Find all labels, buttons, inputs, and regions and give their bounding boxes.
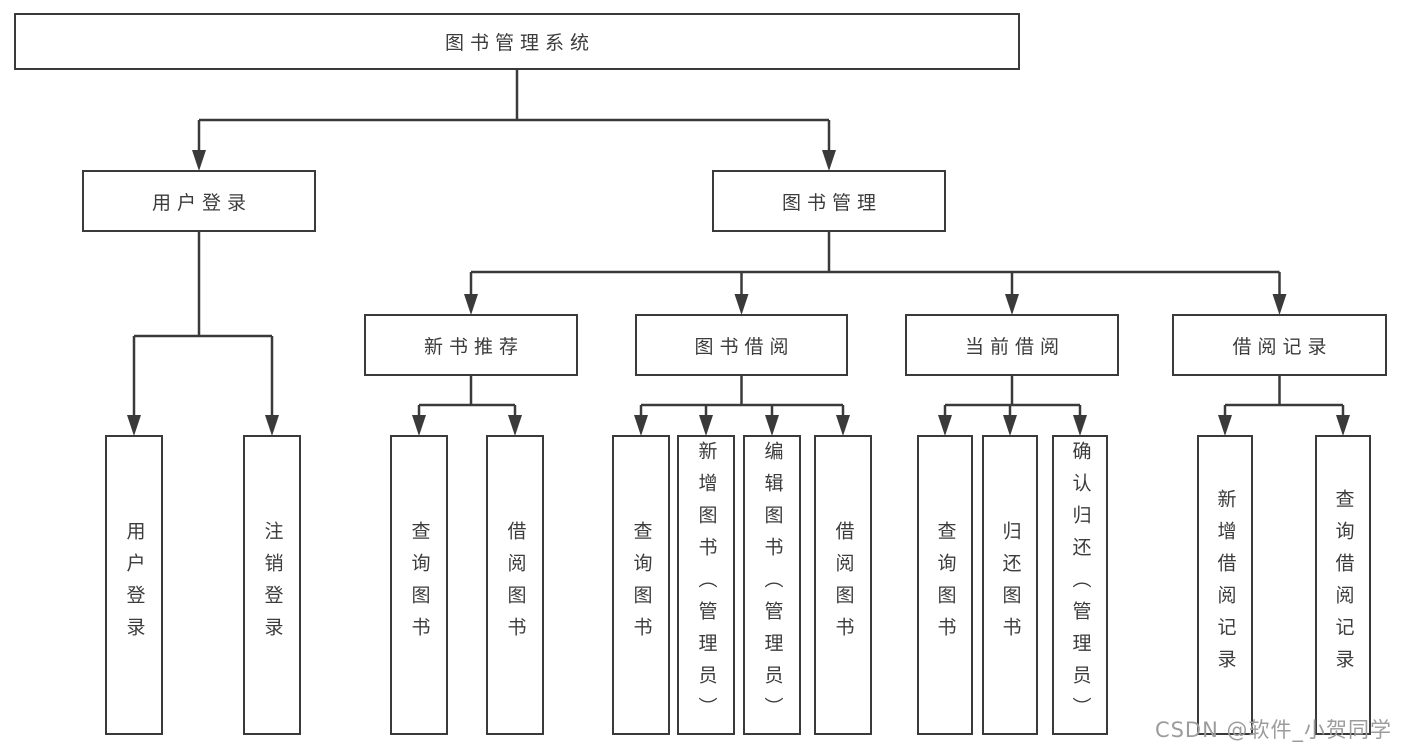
arrowhead-user-login-leaf xyxy=(127,415,141,436)
node-query-books-3: 查询图书 xyxy=(917,435,973,735)
node-confirm-return-admin: 确认归还（管理员） xyxy=(1052,435,1108,735)
node-query-borrow-record: 查询借阅记录 xyxy=(1315,435,1371,735)
node-current-borrowing: 当前借阅 xyxy=(905,314,1119,376)
arrowhead-borrow-records xyxy=(1272,294,1287,315)
node-book-management: 图书管理 xyxy=(712,170,946,232)
arrowhead-borrow-books-2 xyxy=(836,415,850,436)
arrowhead-add-borrow-record xyxy=(1218,415,1232,436)
node-book-borrowing: 图书借阅 xyxy=(635,314,848,376)
node-borrow-books-1: 借阅图书 xyxy=(486,435,544,735)
arrowhead-borrow-books-1 xyxy=(508,415,522,436)
node-add-borrow-record: 新增借阅记录 xyxy=(1197,435,1253,735)
arrowhead-current-borrowing xyxy=(1005,294,1019,315)
arrowhead-book-borrowing xyxy=(734,294,749,315)
arrowhead-add-books-admin xyxy=(699,415,713,436)
node-query-books-1: 查询图书 xyxy=(390,435,448,735)
arrowhead-edit-books-admin xyxy=(765,415,779,436)
arrowhead-user-login xyxy=(192,150,206,171)
node-return-books: 归还图书 xyxy=(982,435,1038,735)
node-new-book-recommend: 新书推荐 xyxy=(364,314,578,376)
arrowhead-return-books xyxy=(1003,415,1017,436)
node-edit-books-admin: 编辑图书（管理员） xyxy=(743,435,801,735)
node-borrow-records: 借阅记录 xyxy=(1172,314,1387,376)
arrowhead-query-books-1 xyxy=(412,415,426,436)
arrowhead-confirm-return-admin xyxy=(1073,415,1087,436)
arrowhead-query-books-3 xyxy=(938,415,952,436)
node-user-login-leaf: 用户登录 xyxy=(105,435,163,735)
arrowhead-query-books-2 xyxy=(634,415,648,436)
arrowhead-book-management xyxy=(822,150,836,171)
arrowhead-new-book-recommend xyxy=(464,294,478,315)
node-logout-leaf: 注销登录 xyxy=(243,435,301,735)
node-query-books-2: 查询图书 xyxy=(612,435,670,735)
arrowhead-logout-leaf xyxy=(265,415,279,436)
node-root: 图书管理系统 xyxy=(14,13,1020,70)
node-add-books-admin: 新增图书（管理员） xyxy=(677,435,735,735)
watermark: CSDN @软件_小贺同学 xyxy=(1154,718,1392,742)
node-borrow-books-2: 借阅图书 xyxy=(814,435,872,735)
arrowhead-query-borrow-record xyxy=(1336,415,1350,436)
node-user-login: 用户登录 xyxy=(82,170,316,232)
